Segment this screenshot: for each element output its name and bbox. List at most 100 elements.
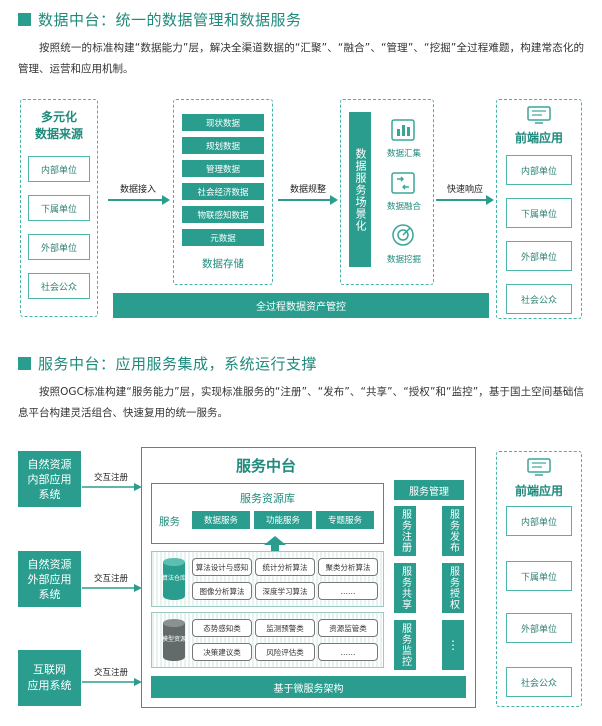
model-item: 决策建议类 <box>192 643 252 661</box>
arrow2-icon <box>278 195 338 205</box>
left-system-1: 自然资源 内部应用 系统 <box>18 451 81 507</box>
frontend-item: 下属单位 <box>506 561 572 591</box>
data-sources-title-1: 多元化 <box>40 110 77 124</box>
resource-library-title: 服务资源库 <box>240 492 295 505</box>
frontend-item: 外部单位 <box>506 241 572 271</box>
arrow1-icon <box>108 195 170 205</box>
storage-item: 元数据 <box>182 229 264 246</box>
data-fusion-icon <box>391 172 415 194</box>
source-item: 社会公众 <box>28 273 90 299</box>
frontend-item: 下属单位 <box>506 198 572 228</box>
data-gather-icon <box>391 119 415 141</box>
management-more: ⋮ <box>442 620 464 670</box>
service-management-title: 服务管理 <box>394 480 464 500</box>
section2-heading: 服务中台：应用服务集成，系统运行支撑 <box>18 353 317 374</box>
storage-item: 现状数据 <box>182 114 264 131</box>
left-system-line: 应用系统 <box>27 679 72 692</box>
frontend-item: 外部单位 <box>506 613 572 643</box>
arrow3-icon <box>436 195 494 205</box>
resource-item: 数据服务 <box>192 511 250 529</box>
frontend-title-2: 前端应用 <box>514 484 563 498</box>
arrow2-label: 数据规整 <box>289 185 326 195</box>
asset-control-bar: 全过程数据资产管控 <box>113 293 489 318</box>
source-item: 下属单位 <box>28 195 90 221</box>
left-system-line: 外部应用 <box>27 572 72 586</box>
algo-item: 聚类分析算法 <box>318 558 378 576</box>
frontend-item: 内部单位 <box>506 506 572 536</box>
model-item: …… <box>318 643 378 661</box>
model-item: 监测预警类 <box>255 619 315 637</box>
model-resources-label: 模型资源 <box>161 636 186 643</box>
data-sources-title-2: 数据来源 <box>34 127 83 141</box>
model-item: 资源监管类 <box>318 619 378 637</box>
resource-item: 功能服务 <box>254 511 312 529</box>
service-scene-item: 数据挖掘 <box>386 255 421 265</box>
monitor-icon <box>527 106 551 124</box>
register-label: 交互注册 <box>93 668 128 678</box>
source-item: 外部单位 <box>28 234 90 260</box>
heading-square-icon <box>18 357 31 370</box>
arrow1-label: 数据接入 <box>119 185 156 195</box>
frontend-item: 内部单位 <box>506 155 572 185</box>
section1-title: 数据中台：统一的数据管理和数据服务 <box>38 11 302 29</box>
arrow3-label: 快速响应 <box>446 185 483 195</box>
algo-item: 统计分析算法 <box>255 558 315 576</box>
source-item: 内部单位 <box>28 156 90 182</box>
left-system-line: 自然资源 <box>27 457 72 471</box>
section1-paragraph: 按照统一的标准构建“数据能力”层，解决全渠道数据的“汇聚”、“融合”、“管理”、… <box>18 42 584 75</box>
storage-item: 规划数据 <box>182 137 264 154</box>
service-scene-item: 数据汇集 <box>386 149 421 159</box>
frontend-title-1: 前端应用 <box>514 131 563 145</box>
section2-title: 服务中台：应用服务集成，系统运行支撑 <box>38 355 318 373</box>
service-scene-panel <box>340 99 434 285</box>
monitor-icon <box>527 458 551 476</box>
algo-item: 深度学习算法 <box>255 582 315 600</box>
storage-caption: 数据存储 <box>202 258 244 270</box>
left-system-line: 互联网 <box>33 663 66 676</box>
register-arrow-icon <box>82 483 142 491</box>
resource-row-label: 服务 <box>159 516 180 528</box>
section1-heading: 数据中台：统一的数据管理和数据服务 <box>18 9 302 30</box>
database-icon <box>163 558 185 600</box>
left-system-line: 系统 <box>38 587 61 601</box>
data-mining-icon <box>392 224 414 246</box>
algo-item: 图像分析算法 <box>192 582 252 600</box>
management-item: 服务共享 <box>394 563 416 613</box>
register-label: 交互注册 <box>93 574 128 584</box>
heading-square-icon <box>18 13 31 26</box>
management-item: 服务注册 <box>394 506 416 556</box>
frontend-panel-1 <box>496 99 582 319</box>
left-system-line: 系统 <box>38 487 61 501</box>
register-label: 交互注册 <box>93 473 128 483</box>
algo-item: …… <box>318 582 378 600</box>
management-item: 服务监控 <box>394 620 416 670</box>
service-scene-item: 数据融合 <box>386 202 421 212</box>
left-system-line: 自然资源 <box>27 557 72 571</box>
left-system-2: 自然资源 外部应用 系统 <box>18 551 81 607</box>
management-item: 服务授权 <box>442 563 464 613</box>
left-system-line: 内部应用 <box>27 472 72 486</box>
frontend-panel-2 <box>496 451 582 707</box>
left-system-3: 互联网 应用系统 <box>18 650 81 706</box>
register-arrow-icon <box>82 678 142 686</box>
storage-item: 社会经济数据 <box>182 183 264 200</box>
frontend-item: 社会公众 <box>506 667 572 697</box>
algo-item: 算法设计与感知 <box>192 558 252 576</box>
up-arrow-icon <box>264 536 286 552</box>
frontend-item: 社会公众 <box>506 284 572 314</box>
section2-paragraph: 按照OGC标准构建“服务能力”层，实现标准服务的“注册”、“发布”、“共享”、“… <box>18 386 584 419</box>
model-item: 态势感知类 <box>192 619 252 637</box>
model-item: 风险评估类 <box>255 643 315 661</box>
data-storage-panel <box>173 99 273 285</box>
platform-title: 服务中台 <box>235 457 296 475</box>
storage-item: 物联感知数据 <box>182 206 264 223</box>
resource-item: 专题服务 <box>316 511 374 529</box>
data-sources-panel <box>20 99 98 317</box>
register-arrow-icon <box>82 584 142 592</box>
database-icon <box>163 619 185 661</box>
microservice-bar: 基于微服务架构 <box>151 676 466 698</box>
algo-warehouse-label: 算法仓库 <box>161 575 186 582</box>
service-scene-label: 数据服务场景化 <box>349 112 371 267</box>
storage-item: 管理数据 <box>182 160 264 177</box>
management-item: 服务发布 <box>442 506 464 556</box>
